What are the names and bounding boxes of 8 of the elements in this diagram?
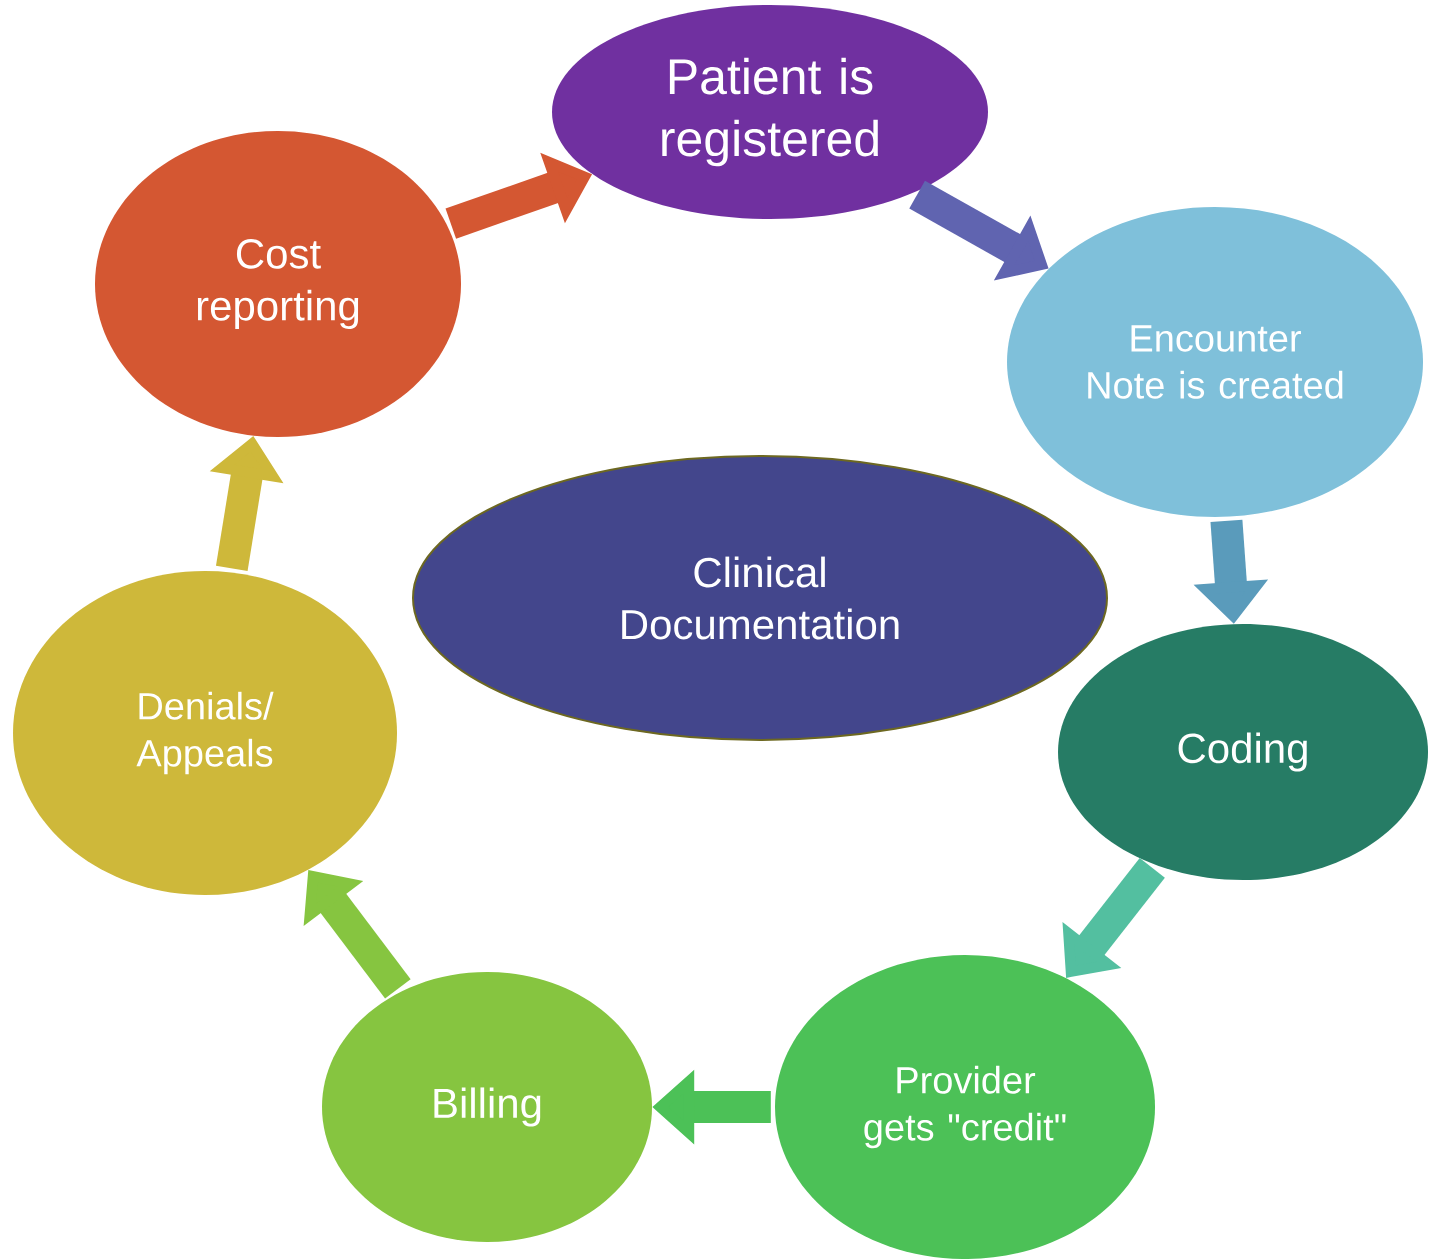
ellipse-node: Cost reporting <box>95 131 461 437</box>
ellipse-node: Encounter Note is created <box>1007 207 1423 517</box>
ellipse-node: Patient is registered <box>552 5 988 219</box>
ellipse-node: Provider gets "credit" <box>775 955 1155 1259</box>
ellipse-node: Coding <box>1058 624 1428 880</box>
ellipse-node: Billing <box>322 972 652 1242</box>
ellipse-node: Denials/ Appeals <box>13 571 397 895</box>
ellipse-node: Clinical Documentation <box>412 455 1108 741</box>
